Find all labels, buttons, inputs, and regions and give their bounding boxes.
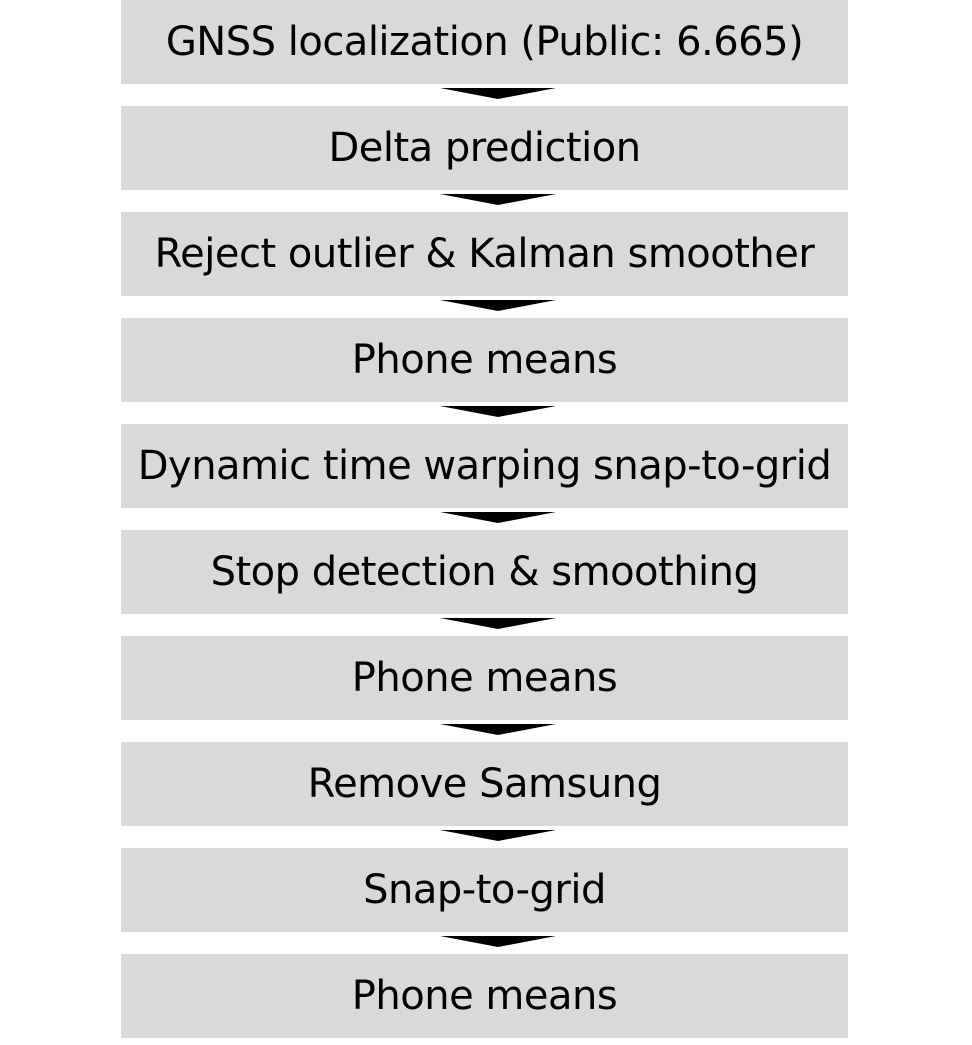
pipeline-flowchart: GNSS localization (Public: 6.665) Delta … [121, 0, 848, 1038]
flow-connector [121, 402, 848, 424]
flow-connector [121, 614, 848, 636]
step-label: Phone means [351, 655, 618, 701]
step-phone-means-2: Phone means [121, 636, 848, 720]
step-reject-outlier-kalman: Reject outlier & Kalman smoother [121, 212, 848, 296]
down-arrow-icon [440, 406, 556, 417]
flow-connector [121, 296, 848, 318]
step-remove-samsung: Remove Samsung [121, 742, 848, 826]
down-arrow-icon [440, 724, 556, 735]
flow-connector [121, 720, 848, 742]
down-arrow-icon [440, 194, 556, 205]
step-delta-prediction: Delta prediction [121, 106, 848, 190]
step-label: Dynamic time warping snap-to-grid [137, 443, 832, 489]
down-arrow-icon [440, 512, 556, 523]
step-label: Phone means [351, 973, 618, 1019]
step-label: Snap-to-grid [363, 867, 606, 913]
step-label: Remove Samsung [307, 761, 662, 807]
flow-connector [121, 826, 848, 848]
flow-connector [121, 932, 848, 954]
step-stop-detection: Stop detection & smoothing [121, 530, 848, 614]
step-label: GNSS localization (Public: 6.665) [165, 19, 804, 65]
down-arrow-icon [440, 936, 556, 947]
step-snap-to-grid: Snap-to-grid [121, 848, 848, 932]
step-phone-means-1: Phone means [121, 318, 848, 402]
step-phone-means-3: Phone means [121, 954, 848, 1038]
down-arrow-icon [440, 618, 556, 629]
step-label: Phone means [351, 337, 618, 383]
step-dtw-snap-to-grid: Dynamic time warping snap-to-grid [121, 424, 848, 508]
step-label: Reject outlier & Kalman smoother [154, 231, 815, 277]
down-arrow-icon [440, 88, 556, 99]
flow-connector [121, 84, 848, 106]
down-arrow-icon [440, 830, 556, 841]
flow-connector [121, 190, 848, 212]
step-gnss-localization: GNSS localization (Public: 6.665) [121, 0, 848, 84]
down-arrow-icon [440, 300, 556, 311]
flow-connector [121, 508, 848, 530]
step-label: Delta prediction [328, 125, 641, 171]
step-label: Stop detection & smoothing [210, 549, 759, 595]
